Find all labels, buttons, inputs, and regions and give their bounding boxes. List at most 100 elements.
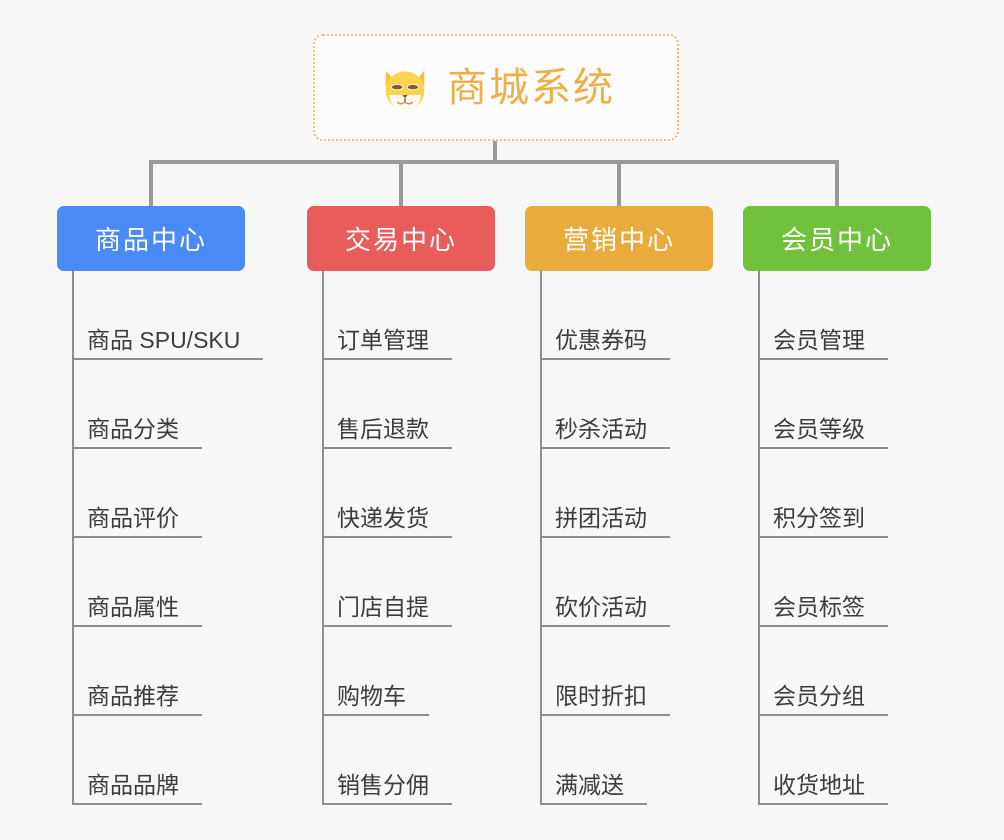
leaf-underline [540,358,670,360]
leaf-item[interactable]: 商品推荐 [57,627,307,716]
leaf-label: 收货地址 [773,771,865,798]
leaf-label: 拼团活动 [555,504,647,531]
leaf-item[interactable]: 秒杀活动 [525,360,775,449]
leaf-label: 会员管理 [773,326,865,353]
leaf-underline [72,625,202,627]
leaf-underline [322,714,429,716]
leaf-label: 会员等级 [773,415,865,442]
connector-drop-member-center [835,160,839,208]
leaf-underline [758,714,888,716]
leaf-underline [72,803,202,805]
category-header-trade-center[interactable]: 交易中心 [307,206,495,271]
leaf-underline [322,447,452,449]
leaf-item[interactable]: 会员管理 [743,271,993,360]
leaf-underline [72,714,202,716]
leaf-spine [758,271,760,805]
leaf-item[interactable]: 会员标签 [743,538,993,627]
leaf-label: 满减送 [555,771,624,798]
leaf-item[interactable]: 购物车 [307,627,557,716]
leaf-list-trade-center: 订单管理 售后退款 快递发货 门店自提 购物车 销售分佣 [307,271,557,805]
leaf-label: 购物车 [337,682,406,709]
leaf-underline [72,447,202,449]
leaf-label: 商品评价 [87,504,179,531]
leaf-underline [758,358,888,360]
leaf-underline [540,447,670,449]
column-product-center: 商品中心 商品 SPU/SKU 商品分类 商品评价 商品属性 商品推荐 [57,206,307,805]
column-trade-center: 交易中心 订单管理 售后退款 快递发货 门店自提 购物车 [307,206,557,805]
leaf-underline [540,536,670,538]
leaf-label: 售后退款 [337,415,429,442]
leaf-label: 积分签到 [773,504,865,531]
leaf-underline [758,447,888,449]
leaf-item[interactable]: 会员等级 [743,360,993,449]
leaf-label: 销售分佣 [337,771,429,798]
connector-root-stem [493,141,497,164]
leaf-item[interactable]: 优惠券码 [525,271,775,360]
leaf-item[interactable]: 收货地址 [743,716,993,805]
leaf-item[interactable]: 门店自提 [307,538,557,627]
leaf-item[interactable]: 限时折扣 [525,627,775,716]
category-header-label: 商品中心 [94,225,207,255]
leaf-item[interactable]: 订单管理 [307,271,557,360]
leaf-label: 会员分组 [773,682,865,709]
leaf-underline [322,803,452,805]
leaf-item[interactable]: 会员分组 [743,627,993,716]
leaf-label: 限时折扣 [555,682,647,709]
leaf-label: 商品属性 [87,593,179,620]
leaf-item[interactable]: 快递发货 [307,449,557,538]
leaf-item[interactable]: 商品评价 [57,449,307,538]
leaf-underline [322,536,452,538]
leaf-label: 快递发货 [337,504,429,531]
root-node-shop-system[interactable]: 商城系统 [313,34,679,141]
leaf-underline [758,536,888,538]
leaf-item[interactable]: 商品 SPU/SKU [57,271,307,360]
root-title: 商城系统 [447,65,615,110]
leaf-label: 砍价活动 [555,593,647,620]
leaf-underline [322,358,452,360]
column-marketing-center: 营销中心 优惠券码 秒杀活动 拼团活动 砍价活动 限时折扣 [525,206,775,805]
leaf-label: 秒杀活动 [555,415,647,442]
leaf-label: 会员标签 [773,593,865,620]
category-header-marketing-center[interactable]: 营销中心 [525,206,713,271]
leaf-item[interactable]: 售后退款 [307,360,557,449]
category-header-product-center[interactable]: 商品中心 [57,206,245,271]
leaf-underline [540,714,670,716]
leaf-underline [758,803,888,805]
leaf-underline [322,625,452,627]
category-header-label: 营销中心 [562,225,675,255]
category-header-label: 交易中心 [344,225,457,255]
leaf-underline [540,625,670,627]
leaf-label: 订单管理 [337,326,429,353]
leaf-underline [758,625,888,627]
shiba-dog-emoji [385,70,425,111]
leaf-item[interactable]: 商品品牌 [57,716,307,805]
leaf-item[interactable]: 满减送 [525,716,775,805]
connector-drop-product-center [149,160,153,208]
leaf-spine [72,271,74,805]
connector-drop-trade-center [399,160,403,208]
leaf-label: 商品推荐 [87,682,179,709]
leaf-item[interactable]: 商品属性 [57,538,307,627]
leaf-label: 商品 SPU/SKU [87,326,241,353]
leaf-spine [322,271,324,805]
leaf-list-product-center: 商品 SPU/SKU 商品分类 商品评价 商品属性 商品推荐 商品品牌 [57,271,307,805]
leaf-list-member-center: 会员管理 会员等级 积分签到 会员标签 会员分组 收货地址 [743,271,993,805]
column-member-center: 会员中心 会员管理 会员等级 积分签到 会员标签 会员分组 [743,206,993,805]
leaf-label: 门店自提 [337,593,429,620]
leaf-item[interactable]: 积分签到 [743,449,993,538]
leaf-item[interactable]: 商品分类 [57,360,307,449]
leaf-item[interactable]: 砍价活动 [525,538,775,627]
leaf-label: 商品分类 [87,415,179,442]
leaf-label: 商品品牌 [87,771,179,798]
leaf-item[interactable]: 拼团活动 [525,449,775,538]
leaf-underline [540,803,647,805]
leaf-underline [72,536,202,538]
leaf-label: 优惠券码 [555,326,647,353]
category-header-member-center[interactable]: 会员中心 [743,206,931,271]
connector-horizontal-bus [149,160,839,164]
connector-drop-marketing-center [617,160,621,208]
category-header-label: 会员中心 [780,225,893,255]
leaf-item[interactable]: 销售分佣 [307,716,557,805]
leaf-underline [72,358,263,360]
